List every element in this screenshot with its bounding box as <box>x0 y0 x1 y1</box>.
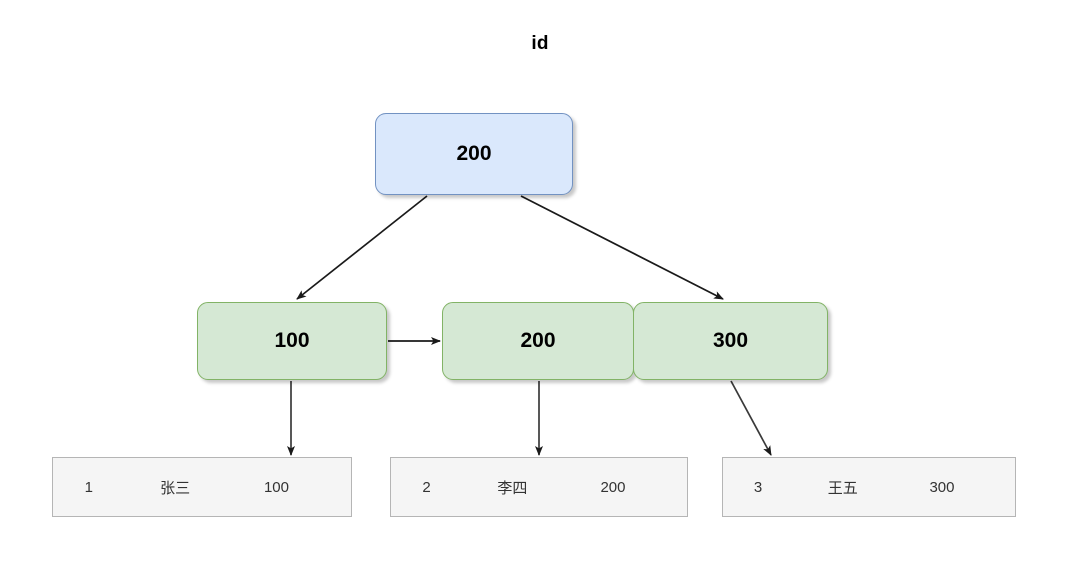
leaf-3-name: 王五 <box>827 479 858 497</box>
leaf-2-value: 200 <box>600 478 626 496</box>
leaf-row-2[interactable]: 2 李四 200 <box>390 457 688 517</box>
leaf-2-name: 李四 <box>497 479 528 497</box>
leaf-row-1[interactable]: 1 张三 100 <box>52 457 352 517</box>
edge-branch-300-to-leaf-3 <box>730 380 772 456</box>
node-branch-200-label: 200 <box>520 329 556 352</box>
leaf-2-id: 2 <box>422 478 431 496</box>
node-branch-100[interactable]: 100 <box>197 302 387 380</box>
edge-root-to-branch-100 <box>296 195 428 300</box>
leaf-1-name: 张三 <box>160 479 191 497</box>
node-branch-100-label: 100 <box>274 329 310 352</box>
leaf-3-value: 300 <box>929 478 955 496</box>
node-root[interactable]: 200 <box>375 113 573 195</box>
leaf-row-3[interactable]: 3 王五 300 <box>722 457 1016 517</box>
edge-root-to-branch-300 <box>520 195 724 300</box>
leaf-1-id: 1 <box>84 478 93 496</box>
node-branch-300[interactable]: 300 <box>633 302 828 380</box>
node-branch-300-label: 300 <box>712 329 749 352</box>
page-title: id <box>531 33 549 54</box>
leaf-1-value: 100 <box>263 478 289 496</box>
node-root-label: 200 <box>456 142 492 165</box>
node-branch-200[interactable]: 200 <box>442 302 634 380</box>
leaf-3-id: 3 <box>753 478 763 496</box>
